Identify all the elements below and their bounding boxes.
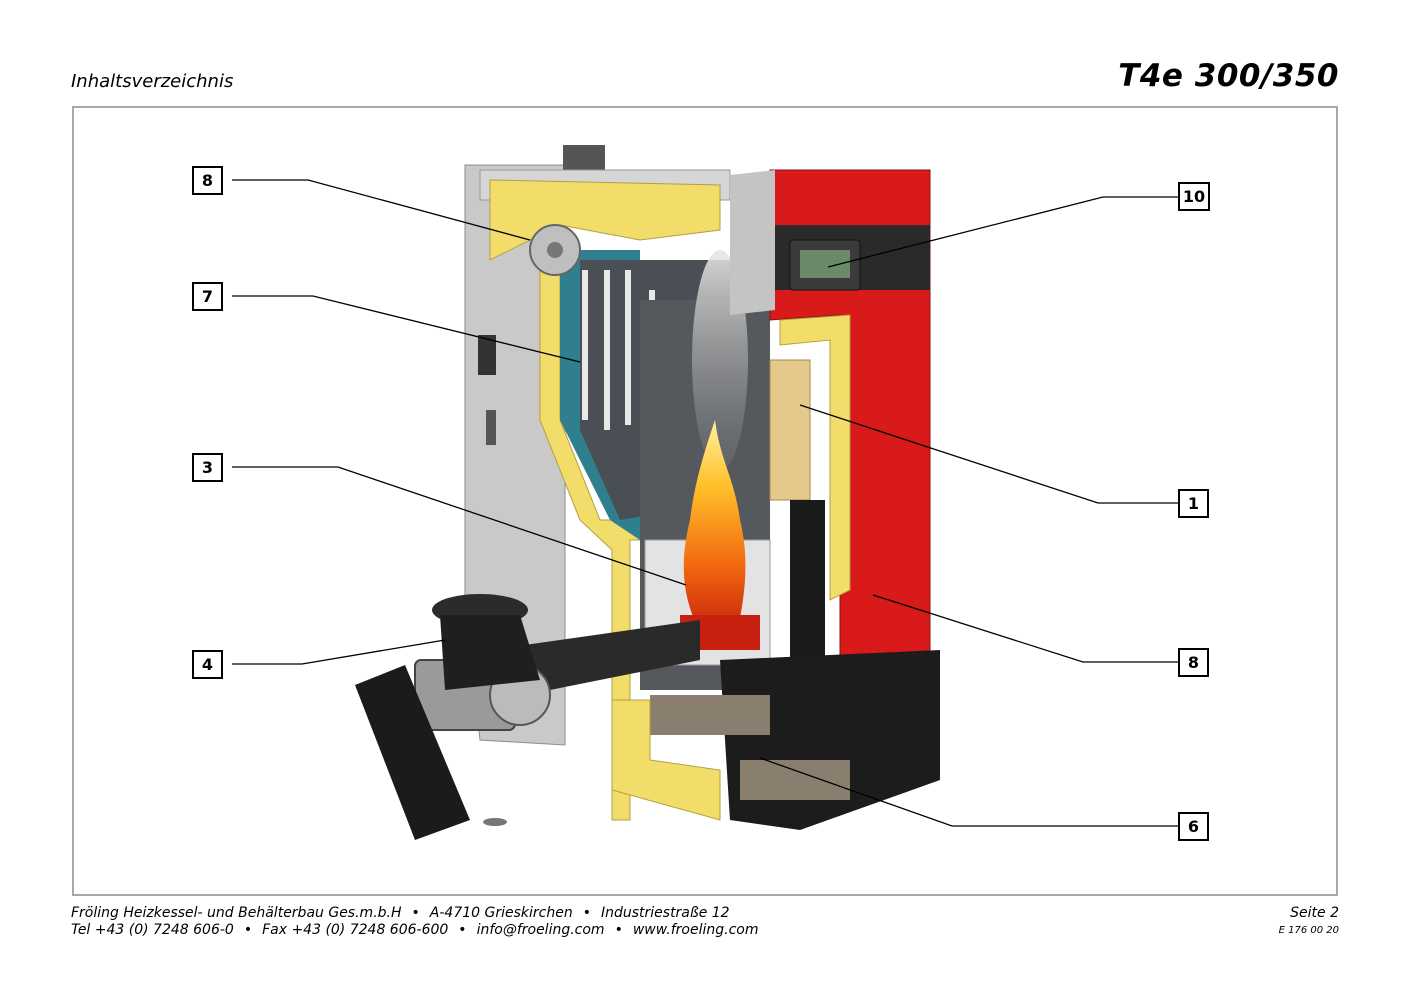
auger-cover <box>355 665 470 840</box>
leader-6 <box>759 757 1178 827</box>
footer-page-info: Seite 2 E 176 00 20 <box>1279 905 1339 939</box>
leader-4 <box>232 639 446 665</box>
footer-email[interactable]: info@froeling.com <box>476 922 605 938</box>
leader-10 <box>827 196 1178 268</box>
callout-3: 3 <box>192 453 223 482</box>
ash-box <box>720 650 940 830</box>
flame <box>683 420 746 640</box>
footer-company: Fröling Heizkessel- und Behälterbau Ges.… <box>71 905 402 921</box>
footer-line-1: Fröling Heizkessel- und Behälterbau Ges.… <box>71 905 730 921</box>
page-header-section: Inhaltsverzeichnis <box>71 71 234 92</box>
leader-3 <box>232 466 687 586</box>
callout-1: 1 <box>1178 489 1209 518</box>
footer-city: A-4710 Grieskirchen <box>429 905 573 921</box>
callout-4: 4 <box>192 650 223 679</box>
footer-contact: Fröling Heizkessel- und Behälterbau Ges.… <box>71 905 759 939</box>
ash-auger <box>650 695 770 735</box>
leader-1 <box>799 404 1178 504</box>
figure-frame <box>72 106 1338 896</box>
callout-6: 6 <box>1178 812 1209 841</box>
leader-8a <box>232 179 531 241</box>
leader-7 <box>232 295 581 363</box>
page-header-model: T4e 300/350 <box>1118 58 1339 94</box>
callout-8-bottom: 8 <box>1178 648 1209 677</box>
page-number: Seite 2 <box>1290 905 1339 921</box>
callout-10: 10 <box>1178 182 1210 211</box>
callout-7: 7 <box>192 282 223 311</box>
leader-8b <box>872 594 1178 663</box>
footer-tel: Tel +43 (0) 7248 606-0 <box>71 922 234 938</box>
footer-fax: Fax +43 (0) 7248 606-600 <box>262 922 449 938</box>
document-code: E 176 00 20 <box>1278 925 1339 936</box>
refractory-lining <box>769 359 811 501</box>
footer-line-2: Tel +43 (0) 7248 606-0•Fax +43 (0) 7248 … <box>71 922 759 938</box>
footer-web[interactable]: www.froeling.com <box>632 922 759 938</box>
footer-street: Industriestraße 12 <box>600 905 730 921</box>
callout-8-top: 8 <box>192 166 223 195</box>
flue-stub <box>563 145 605 170</box>
